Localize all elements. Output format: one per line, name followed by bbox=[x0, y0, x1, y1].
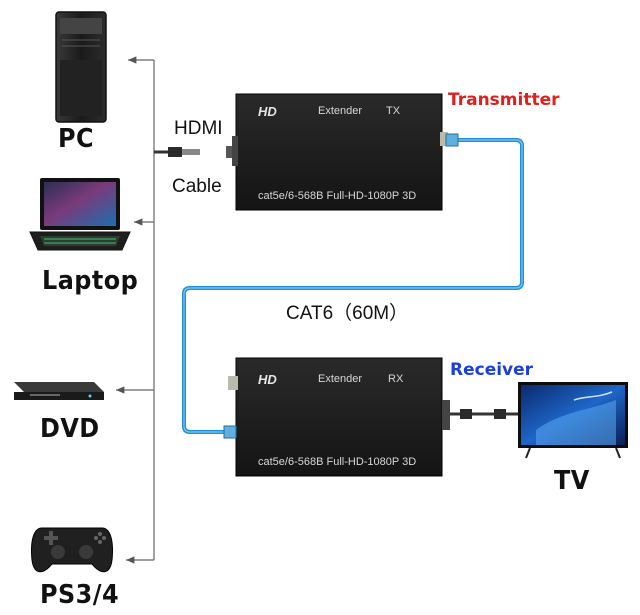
receiver-spec-text: cat5e/6-568B Full-HD-1080P 3D bbox=[258, 456, 417, 468]
receiver-box bbox=[228, 357, 450, 477]
gamepad-icon bbox=[31, 527, 113, 573]
tv-hdmi-cable bbox=[450, 409, 518, 419]
transmitter-extender-text: Extender bbox=[318, 105, 363, 117]
tv-icon bbox=[518, 382, 628, 459]
transmitter-mode-text: TX bbox=[386, 105, 401, 117]
source-wiring bbox=[116, 56, 155, 564]
cable-label: Cable bbox=[172, 176, 222, 197]
dvd-player-icon bbox=[14, 382, 104, 400]
receiver-label: Receiver bbox=[450, 360, 534, 380]
pc-tower-icon bbox=[55, 11, 107, 123]
pc-label: PC bbox=[58, 124, 95, 154]
transmitter-label: Transmitter bbox=[448, 90, 560, 110]
laptop-icon bbox=[29, 178, 131, 251]
cat6-label: CAT6（60M） bbox=[286, 303, 409, 324]
tv-label: TV bbox=[554, 466, 590, 496]
receiver-mode-text: RX bbox=[388, 373, 404, 385]
ps-label: PS3/4 bbox=[40, 580, 120, 610]
receiver-hd-logo: HD bbox=[258, 372, 277, 387]
transmitter-box bbox=[232, 93, 448, 211]
transmitter-spec-text: cat5e/6-568B Full-HD-1080P 3D bbox=[258, 190, 417, 202]
hdmi-label: HDMI bbox=[174, 118, 223, 139]
hdmi-cable bbox=[154, 146, 236, 158]
transmitter-hd-logo: HD bbox=[258, 104, 277, 119]
receiver-extender-text: Extender bbox=[318, 373, 363, 385]
network-cable bbox=[182, 133, 524, 439]
laptop-label: Laptop bbox=[42, 266, 139, 296]
dvd-label: DVD bbox=[40, 414, 100, 444]
